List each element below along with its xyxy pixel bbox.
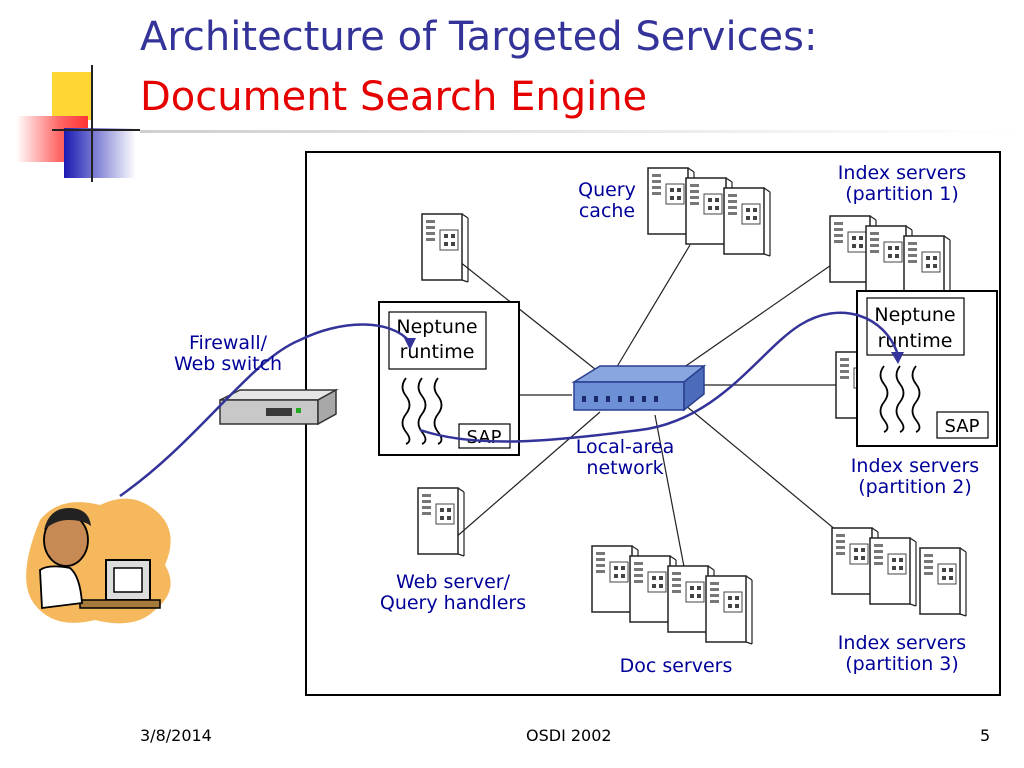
page-number: 5 (980, 726, 991, 745)
server-icon (705, 575, 753, 645)
sap-label-left: SAP (467, 427, 502, 448)
neptune-label-right: Neptune (874, 304, 955, 326)
lan-hub-icon (571, 364, 707, 412)
footer-date: 3/8/2014 (140, 726, 212, 745)
arrowhead-right (891, 352, 904, 364)
web-server-label: Web server/Query handlers (379, 571, 527, 614)
slide-title: Architecture of Targeted Services: (140, 14, 818, 60)
footer-center: OSDI 2002 (526, 726, 612, 745)
runtime-label-right: runtime (878, 330, 953, 352)
server-icon (919, 547, 967, 617)
neptune-label-left: Neptune (396, 316, 477, 338)
corner-decoration (16, 65, 140, 182)
index-servers-p2-label: Index servers(partition 2) (850, 455, 980, 498)
sap-label-right: SAP (945, 416, 980, 437)
index-servers-p1-label: Index servers(partition 1) (837, 162, 967, 205)
client-user-icon (26, 498, 171, 624)
title-underline (140, 130, 1024, 133)
firewall-label: Firewall/Web switch (173, 332, 283, 375)
neptune-runtime-box-left (378, 301, 520, 456)
server-icon (869, 537, 917, 607)
runtime-label-left: runtime (400, 341, 475, 363)
index-servers-p3-label: Index servers(partition 3) (837, 632, 967, 675)
slide-subtitle: Document Search Engine (140, 74, 648, 120)
web-switch-icon (219, 388, 339, 426)
request-path-arrow (119, 311, 900, 498)
server-icon (417, 487, 465, 557)
neptune-runtime-box-right (856, 290, 998, 447)
server-icon (421, 213, 469, 283)
server-icon (723, 187, 771, 257)
arrowhead-left (404, 338, 416, 350)
doc-servers-label: Doc servers (619, 655, 733, 677)
